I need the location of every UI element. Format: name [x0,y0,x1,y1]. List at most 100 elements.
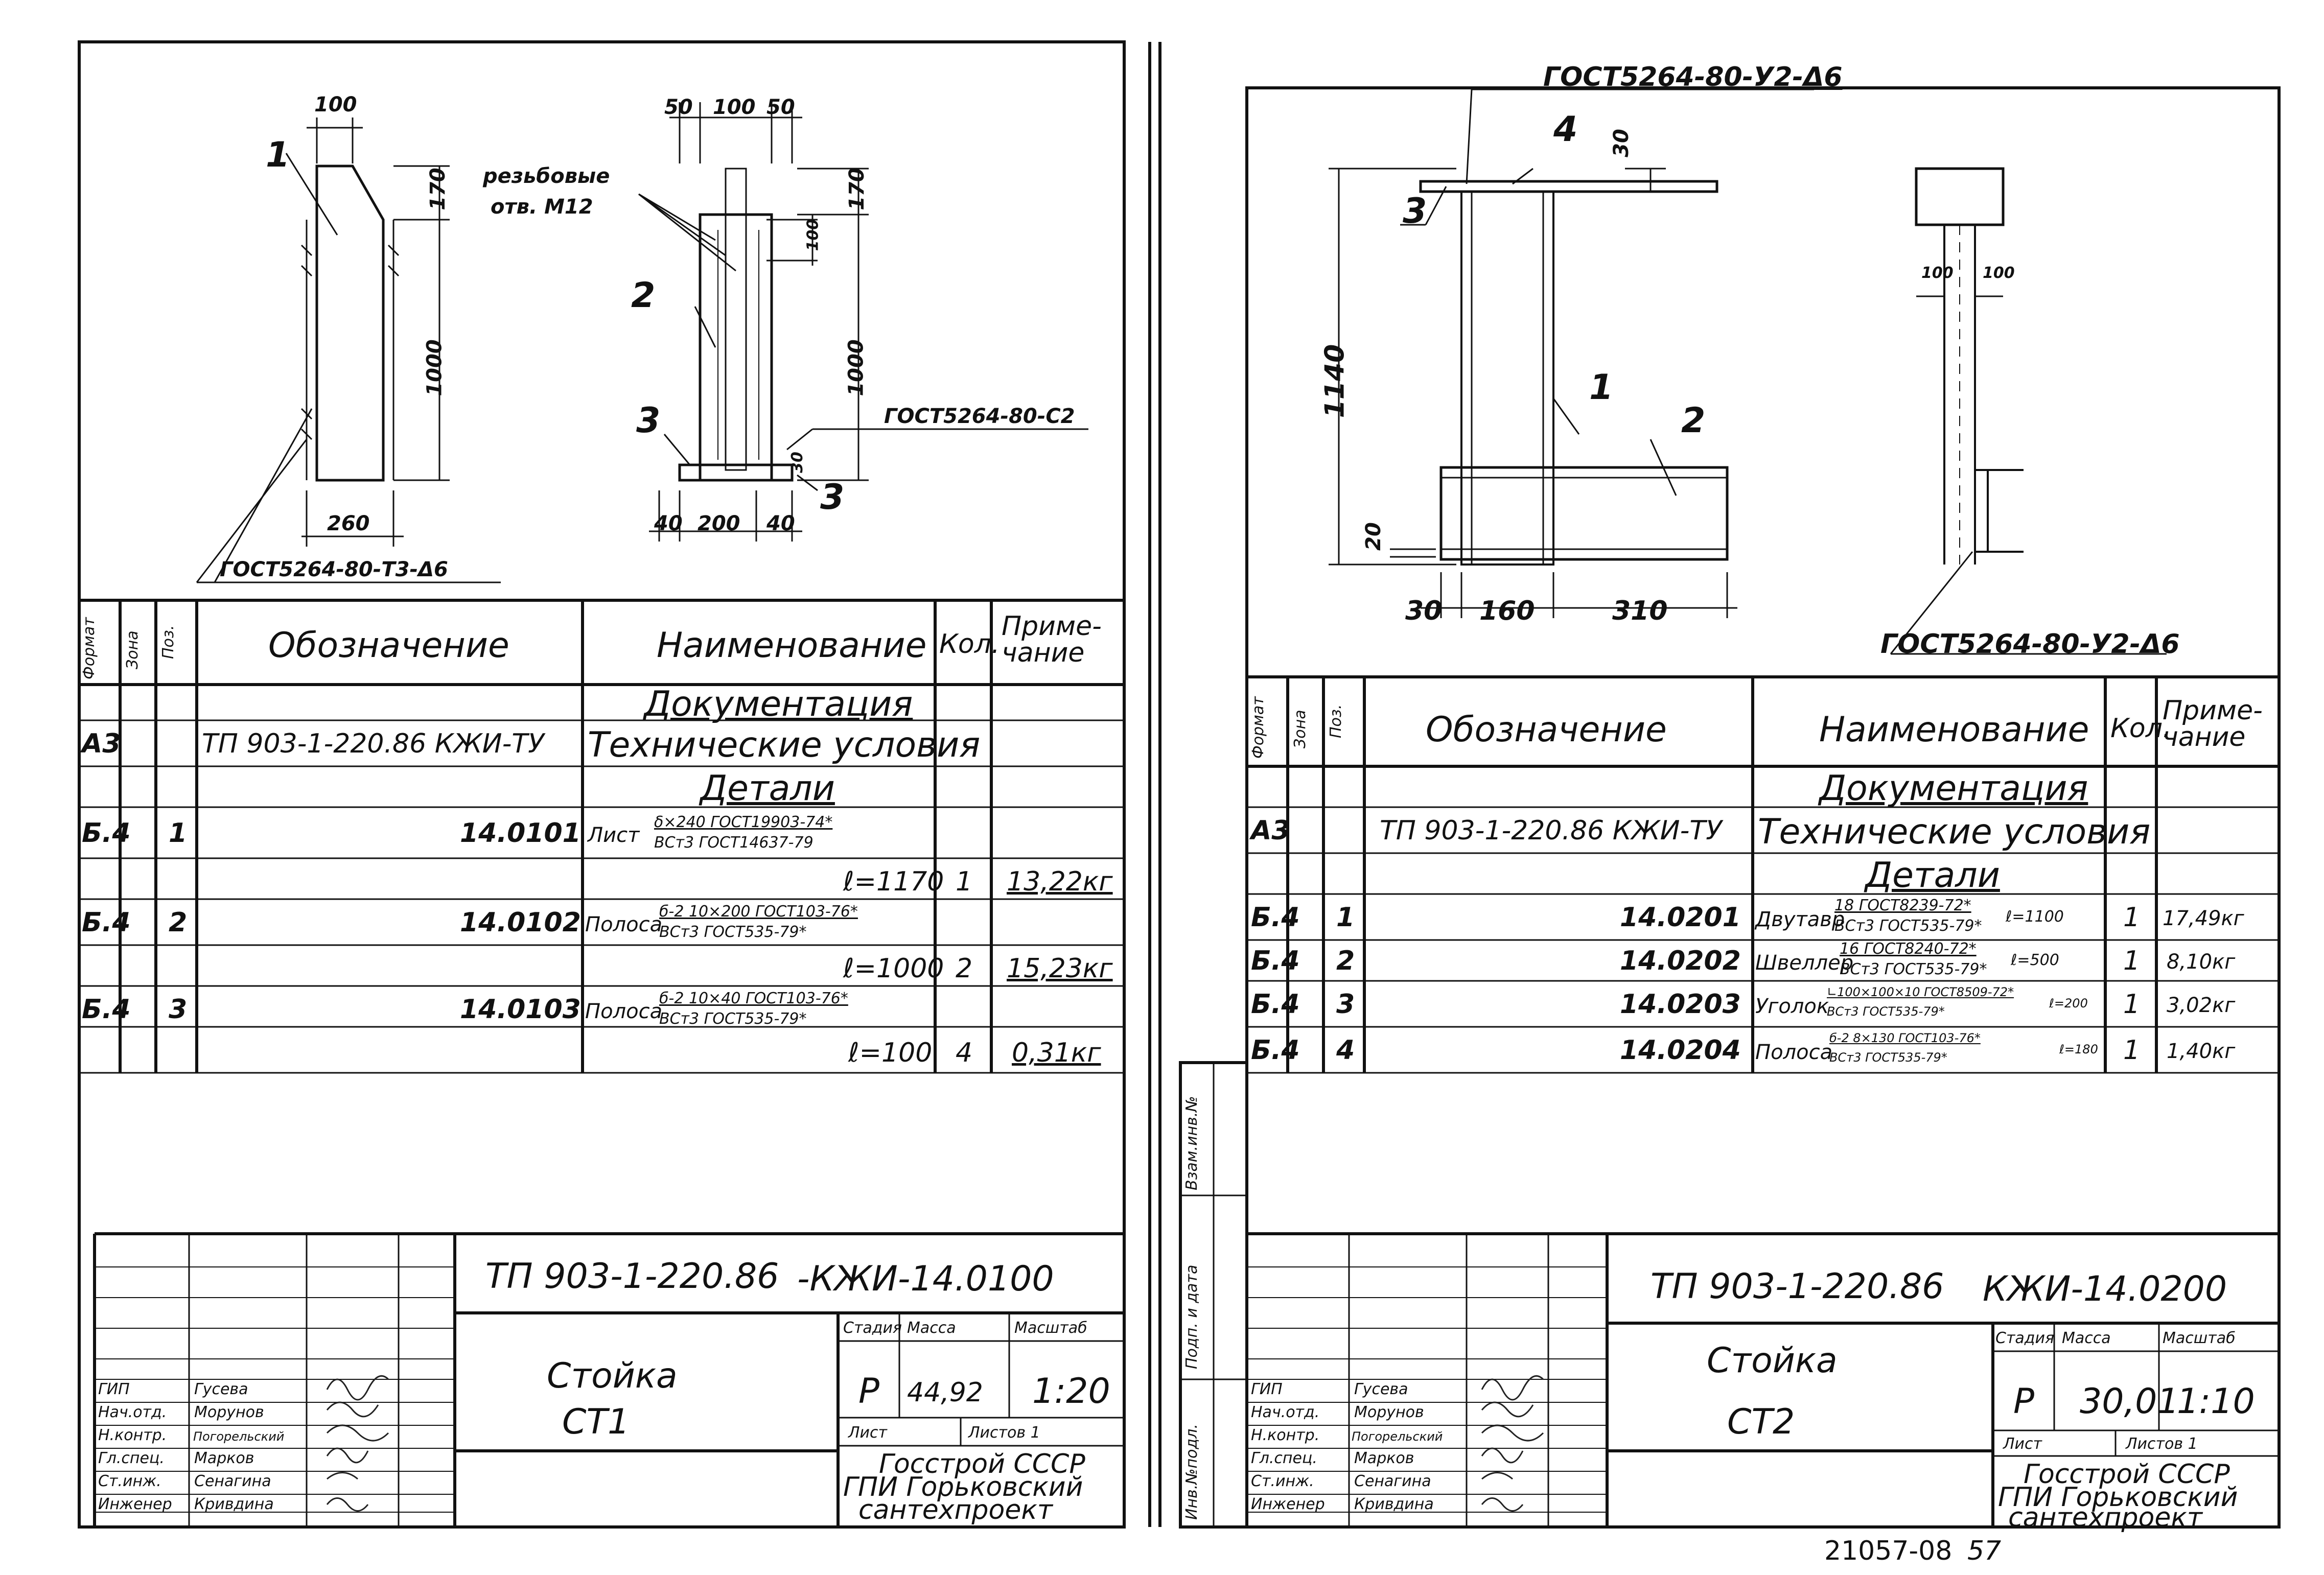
hdr-name: Наименование [657,625,927,666]
s2-subtitle: СТ2 [1727,1402,1795,1442]
s2-row5-len: ℓ=200 [2049,996,2088,1010]
s1-title: Стойка [547,1356,678,1396]
s1-row3-name: Лист [588,824,640,847]
s1-staff2-role: Н.контр. [98,1426,167,1444]
s2-row5-name: Уголок [1755,995,1829,1018]
s1-row3-sub1: δ×240 ГОСТ19903-74* [654,813,833,831]
s2-row4-format: Б.4 [1251,946,1300,976]
s2-dim-100a: 100 [1921,264,1954,282]
dim-200: 200 [698,512,740,535]
s2-dim-160: 160 [1479,596,1535,626]
s1-row5-designation: 14.0102 [460,907,581,938]
s2-hdr-name: Наименование [1819,710,2089,750]
s2-weld-bottom: ГОСТ5264-80-У2-Δ6 [1880,629,2180,660]
dim-1000b: 1000 [844,339,868,396]
dim-40a: 40 [654,512,683,535]
dim-1000: 1000 [423,339,447,396]
s1-row7-designation: 14.0103 [460,994,581,1025]
s2-weld-top: ГОСТ5264-80-У2-Δ6 [1543,62,1843,92]
thread-note-2: отв. М12 [491,195,593,219]
s1-row8-name: ℓ=100 [848,1038,933,1068]
s1-row7-pos: 3 [169,994,188,1025]
s2-hdr-zone: Зона [1291,710,1309,748]
s2-sheet-h: Лист [2003,1435,2042,1453]
s2-row5-designation: 14.0203 [1620,989,1741,1020]
s2-hdr-format: Формат [1249,696,1267,759]
s2-row6-sub1: б-2 8×130 ГОСТ103-76* [1829,1031,1981,1045]
hdr-designation: Обозначение [268,625,509,666]
s1-staff4-name: Сенагина [194,1472,271,1490]
s1-row1-designation: ТП 903-1-220.86 КЖИ-ТУ [202,728,544,759]
s2-staff4-name: Сенагина [1354,1472,1431,1490]
s2-row3-qty: 1 [2123,902,2141,933]
s2-row5-note: 3,02кг [2167,994,2236,1017]
s1-staff3-name: Марков [194,1449,254,1467]
s2-stage-h: Стадия [1995,1329,2055,1347]
s2-stage: Р [2013,1381,2035,1422]
s2-org2: ГПИ Горьковский [1998,1482,2238,1513]
s1-row5-format: Б.4 [82,907,131,938]
s2-staff2-name: Погорельский [1352,1429,1443,1444]
s2-row6-pos: 4 [1336,1035,1355,1066]
dim-30: 30 [788,452,806,473]
dim-100: 100 [314,93,357,116]
s1-row6-name: ℓ=1000 [843,953,944,984]
s2-row2-name: Детали [1865,855,2000,896]
s1-row3-designation: 14.0101 [460,818,581,849]
dim-170: 170 [426,168,450,210]
s2-row3-note: 17,49кг [2163,907,2244,930]
s1-row6-qty: 2 [956,953,973,984]
s2-row6-sub2: ВСт3 ГОСТ535-79* [1829,1050,1947,1065]
s2-row0-name: Документация [1819,768,2088,809]
dim-50a: 50 [664,96,693,119]
s2-row4-len: ℓ=500 [2011,951,2059,969]
s2-sheets-h: Листов 1 [2126,1435,2198,1453]
s1-row3-sub2: ВСт3 ГОСТ14637-79 [654,834,814,852]
s1-row4-qty: 1 [956,866,973,897]
s2-row3-name: Двутавр [1755,908,1845,931]
s1-row5-pos: 2 [169,907,188,938]
s2-row3-sub2: ВСт3 ГОСТ535-79* [1834,917,1982,935]
s2-row4-pos: 2 [1336,946,1355,976]
hdr-pos: Поз. [159,625,177,659]
s1-row2-name: Детали [700,768,835,809]
stamp-inv-no: Инв.№подл. [1183,1424,1201,1520]
s2-row1-designation: ТП 903-1-220.86 КЖИ-ТУ [1380,815,1722,846]
s2-dim-100b: 100 [1983,264,2015,282]
s1-row6-note: 15,23кг [1007,953,1113,984]
s2-row3-sub1: 18 ГОСТ8239-72* [1834,897,1971,914]
s2-row6-designation: 14.0204 [1620,1035,1741,1066]
s1-staff3-role: Гл.спец. [98,1449,165,1467]
s2-row4-designation: 14.0202 [1620,946,1741,976]
archive-number: 21057-08 [1824,1536,1953,1566]
s1-staff1-role: Нач.отд. [98,1403,167,1421]
s2-dim-30: 30 [1609,129,1633,157]
s1-staff4-role: Ст.инж. [98,1472,161,1490]
s1-row5-sub1: б-2 10×200 ГОСТ103-76* [659,903,858,921]
stamp-sign-date: Подп. и дата [1183,1264,1201,1369]
s2-org1: Госстрой СССР [2024,1459,2230,1490]
dim-50b: 50 [766,96,795,119]
s2-hdr-designation: Обозначение [1426,710,1667,750]
s1-code2: -КЖИ-14.0100 [797,1259,1054,1299]
s2-row6-len: ℓ=180 [2059,1042,2098,1056]
s2-mass-h: Масса [2062,1329,2111,1347]
s2-dim-1140: 1140 [1319,344,1351,418]
s2-code: ТП 903-1-220.86 [1651,1266,1944,1307]
s2-mass: 30,01 [2080,1381,2179,1422]
s2-row6-name: Полоса [1755,1041,1833,1064]
s2-row1-name: Технические условия [1758,812,2151,852]
s1-row5-name: Полоса [585,913,663,936]
s2-staff3-name: Марков [1354,1449,1414,1467]
dim-260: 260 [327,512,370,535]
callout-2: 2 [631,275,656,316]
sheet2-drawing [1329,88,2167,655]
s2-staff4-role: Ст.инж. [1251,1472,1314,1490]
s1-mass-h: Масса [907,1319,956,1337]
s2-row3-designation: 14.0201 [1620,902,1741,933]
s1-row1-format: А3 [82,728,121,759]
signatures [326,1375,1544,1512]
dim-170b: 170 [845,168,869,210]
callout-3b: 3 [820,477,845,518]
s1-row8-note: 0,31кг [1012,1038,1101,1068]
